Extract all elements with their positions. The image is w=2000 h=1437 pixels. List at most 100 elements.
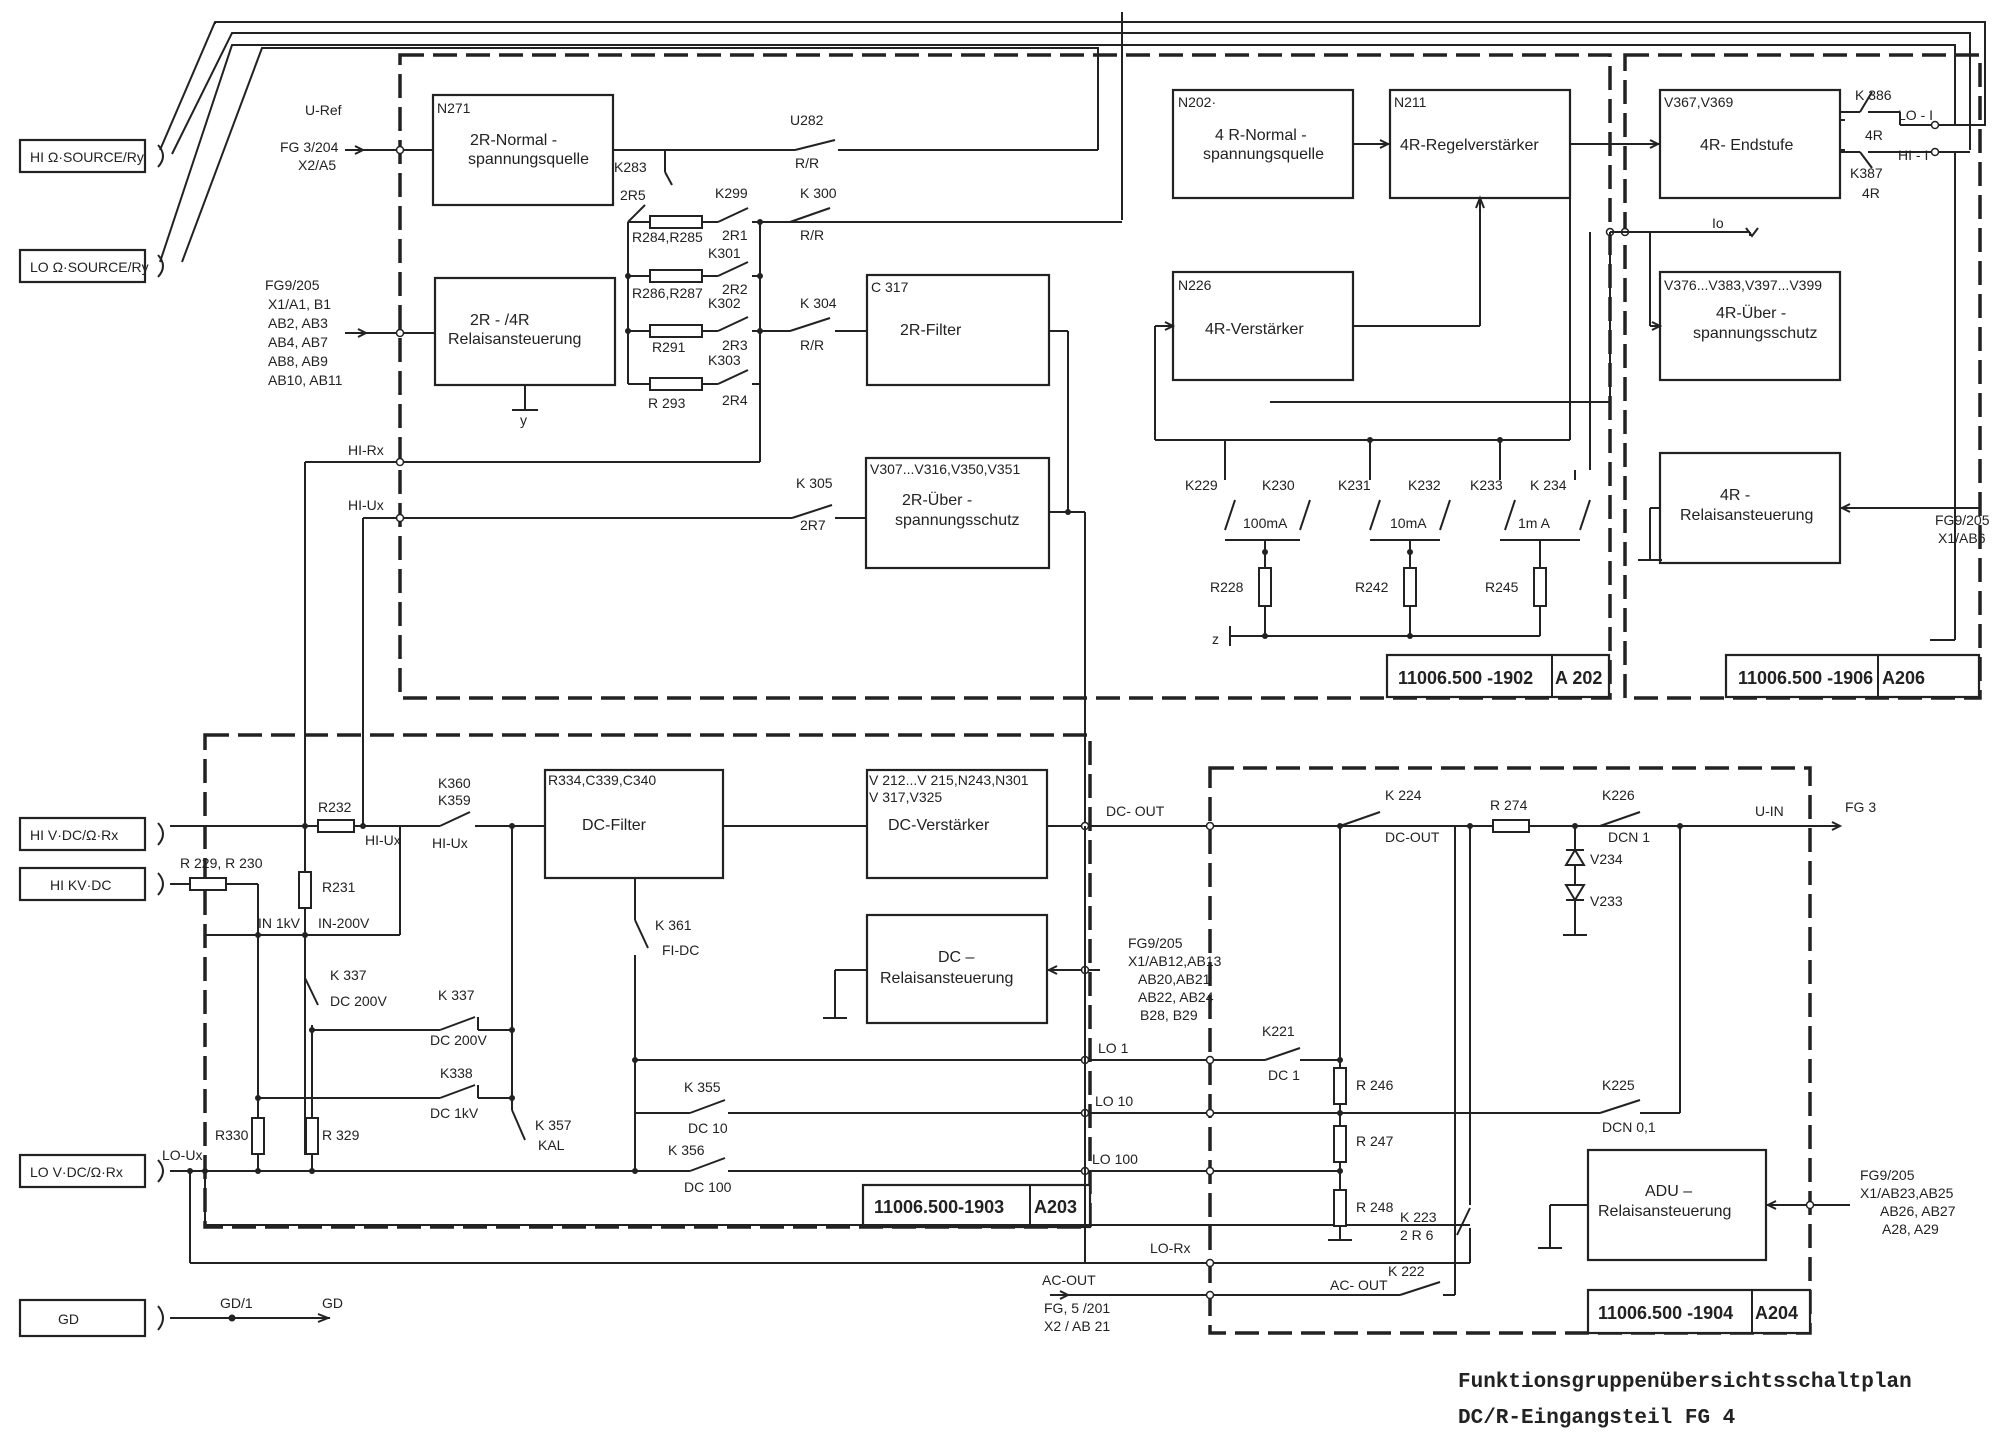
- svg-text:K225: K225: [1602, 1077, 1635, 1093]
- block-dc-filter: R334,C339,C340 DC-Filter: [543, 768, 725, 880]
- svg-text:K 386: K 386: [1855, 87, 1892, 103]
- svg-text:11006.500 -1902: 11006.500 -1902: [1398, 668, 1533, 688]
- svg-text:A204: A204: [1755, 1303, 1798, 1323]
- svg-text:DC 100: DC 100: [684, 1179, 732, 1195]
- svg-text:R334,C339,C340: R334,C339,C340: [548, 772, 656, 788]
- svg-text:AC- OUT: AC- OUT: [1330, 1277, 1388, 1293]
- svg-text:A206: A206: [1882, 668, 1925, 688]
- svg-text:DC –: DC –: [938, 949, 975, 966]
- svg-text:R 293: R 293: [648, 395, 686, 411]
- svg-text:11006.500 -1906: 11006.500 -1906: [1738, 668, 1873, 688]
- svg-text:X1/A1, B1: X1/A1, B1: [268, 296, 331, 312]
- drawing-title-line2: DC/R-Eingangsteil FG 4: [1458, 1407, 1736, 1430]
- svg-text:A28, A29: A28, A29: [1882, 1221, 1939, 1237]
- drawing-title-line1: Funktionsgruppenübersichtsschaltplan: [1458, 1371, 1912, 1394]
- block-relais-4r: 4R - Relaisansteuerung: [1658, 451, 1842, 565]
- svg-text:HI-Ux: HI-Ux: [432, 835, 468, 851]
- svg-text:2R3: 2R3: [722, 337, 748, 353]
- svg-text:V376...V383,V397...V399: V376...V383,V397...V399: [1664, 277, 1822, 293]
- svg-text:4R-Regelverstärker: 4R-Regelverstärker: [1400, 137, 1539, 154]
- block-v307-2r-overvoltage: V307...V316,V350,V351 2R-Über - spannung…: [864, 456, 1051, 570]
- svg-text:LO Ω·SOURCE/Ry: LO Ω·SOURCE/Ry: [30, 259, 149, 275]
- svg-text:HI-Rx: HI-Rx: [348, 442, 384, 458]
- svg-text:HI V·DC/Ω·Rx: HI V·DC/Ω·Rx: [30, 827, 118, 843]
- svg-text:2R-Filter: 2R-Filter: [900, 322, 962, 339]
- terminal-lo-vdc: LO V·DC/Ω·Rx: [18, 1153, 164, 1189]
- svg-text:K338: K338: [440, 1065, 473, 1081]
- svg-text:FG9/205: FG9/205: [1935, 512, 1990, 528]
- svg-text:HI Ω·SOURCE/Ry: HI Ω·SOURCE/Ry: [30, 149, 144, 165]
- svg-text:K302: K302: [708, 295, 741, 311]
- svg-text:IN-200V: IN-200V: [318, 915, 370, 931]
- svg-text:DC 1kV: DC 1kV: [430, 1105, 479, 1121]
- svg-text:LO 100: LO 100: [1092, 1151, 1138, 1167]
- svg-text:GD: GD: [58, 1311, 79, 1327]
- svg-text:B28, B29: B28, B29: [1140, 1007, 1198, 1023]
- svg-text:11006.500-1903: 11006.500-1903: [874, 1197, 1004, 1217]
- a203-a204-wiring: [170, 811, 1850, 1323]
- svg-text:K 361: K 361: [655, 917, 692, 933]
- svg-text:FG 3/204: FG 3/204: [280, 139, 339, 155]
- resistor-ladder: [625, 207, 1122, 391]
- svg-text:K233: K233: [1470, 477, 1503, 493]
- svg-text:X1/AB23,AB25: X1/AB23,AB25: [1860, 1185, 1954, 1201]
- svg-text:DC-OUT: DC-OUT: [1385, 829, 1440, 845]
- svg-text:4R: 4R: [1862, 185, 1880, 201]
- svg-text:LO - I: LO - I: [1898, 107, 1933, 123]
- svg-text:DC 10: DC 10: [688, 1120, 728, 1136]
- group-a204-outline: [1208, 766, 1812, 1335]
- svg-text:R242: R242: [1355, 579, 1389, 595]
- svg-text:1m A: 1m A: [1518, 515, 1551, 531]
- svg-text:4R-Über -: 4R-Über -: [1716, 304, 1786, 322]
- svg-text:K 355: K 355: [684, 1079, 721, 1095]
- svg-text:4R-Verstärker: 4R-Verstärker: [1205, 321, 1304, 338]
- svg-text:K359: K359: [438, 792, 471, 808]
- svg-text:R330: R330: [215, 1127, 249, 1143]
- svg-text:R231: R231: [322, 879, 356, 895]
- svg-text:11006.500 -1904: 11006.500 -1904: [1598, 1303, 1733, 1323]
- svg-text:DC 200V: DC 200V: [430, 1032, 487, 1048]
- svg-text:HI KV·DC: HI KV·DC: [50, 877, 111, 893]
- svg-text:R284,R285: R284,R285: [632, 229, 703, 245]
- svg-text:R245: R245: [1485, 579, 1519, 595]
- svg-text:AC-OUT: AC-OUT: [1042, 1272, 1096, 1288]
- svg-text:DC 200V: DC 200V: [330, 993, 387, 1009]
- svg-text:2R-Über -: 2R-Über -: [902, 491, 972, 509]
- svg-text:AB2, AB3: AB2, AB3: [268, 315, 328, 331]
- svg-text:K229: K229: [1185, 477, 1218, 493]
- svg-text:spannungsschutz: spannungsschutz: [1693, 325, 1818, 342]
- svg-text:V 317,V325: V 317,V325: [869, 789, 942, 805]
- block-dc-verstaerker: V 212...V 215,N243,N301 V 317,V325 DC-Ve…: [865, 768, 1049, 880]
- svg-text:HI - I: HI - I: [1898, 147, 1928, 163]
- svg-text:N211: N211: [1394, 94, 1427, 110]
- svg-text:R 229, R 230: R 229, R 230: [180, 855, 263, 871]
- svg-text:4R- Endstufe: 4R- Endstufe: [1700, 137, 1793, 154]
- svg-text:V307...V316,V350,V351: V307...V316,V350,V351: [870, 461, 1020, 477]
- svg-text:R 248: R 248: [1356, 1199, 1394, 1215]
- svg-text:DCN 0,1: DCN 0,1: [1602, 1119, 1656, 1135]
- svg-text:K 224: K 224: [1385, 787, 1422, 803]
- svg-text:R/R: R/R: [800, 337, 824, 353]
- block-v376-4r-overvoltage: V376...V383,V397...V399 4R-Über - spannu…: [1658, 270, 1842, 382]
- svg-text:2R-Normal -: 2R-Normal -: [470, 132, 557, 149]
- svg-text:V233: V233: [1590, 893, 1623, 909]
- svg-text:R232: R232: [318, 799, 352, 815]
- svg-text:DC- OUT: DC- OUT: [1106, 803, 1165, 819]
- svg-text:R 247: R 247: [1356, 1133, 1394, 1149]
- block-dc-relais: DC – Relaisansteuerung: [865, 913, 1049, 1025]
- svg-text:K 223: K 223: [1400, 1209, 1437, 1225]
- svg-text:AB8, AB9: AB8, AB9: [268, 353, 328, 369]
- svg-text:K360: K360: [438, 775, 471, 791]
- svg-text:AB26, AB27: AB26, AB27: [1880, 1203, 1956, 1219]
- svg-text:Relaisansteuerung: Relaisansteuerung: [1680, 507, 1813, 524]
- svg-text:K299: K299: [715, 185, 748, 201]
- terminal-gd: GD: [18, 1298, 164, 1338]
- terminal-hi-vdc: HI V·DC/Ω·Rx: [18, 816, 164, 852]
- svg-text:GD/1: GD/1: [220, 1295, 253, 1311]
- svg-text:2 R 6: 2 R 6: [1400, 1227, 1434, 1243]
- svg-text:100mA: 100mA: [1243, 515, 1288, 531]
- svg-text:X2/A5: X2/A5: [298, 157, 336, 173]
- svg-text:DC 1: DC 1: [1268, 1067, 1300, 1083]
- svg-text:K221: K221: [1262, 1023, 1295, 1039]
- svg-text:U-Ref: U-Ref: [305, 102, 342, 118]
